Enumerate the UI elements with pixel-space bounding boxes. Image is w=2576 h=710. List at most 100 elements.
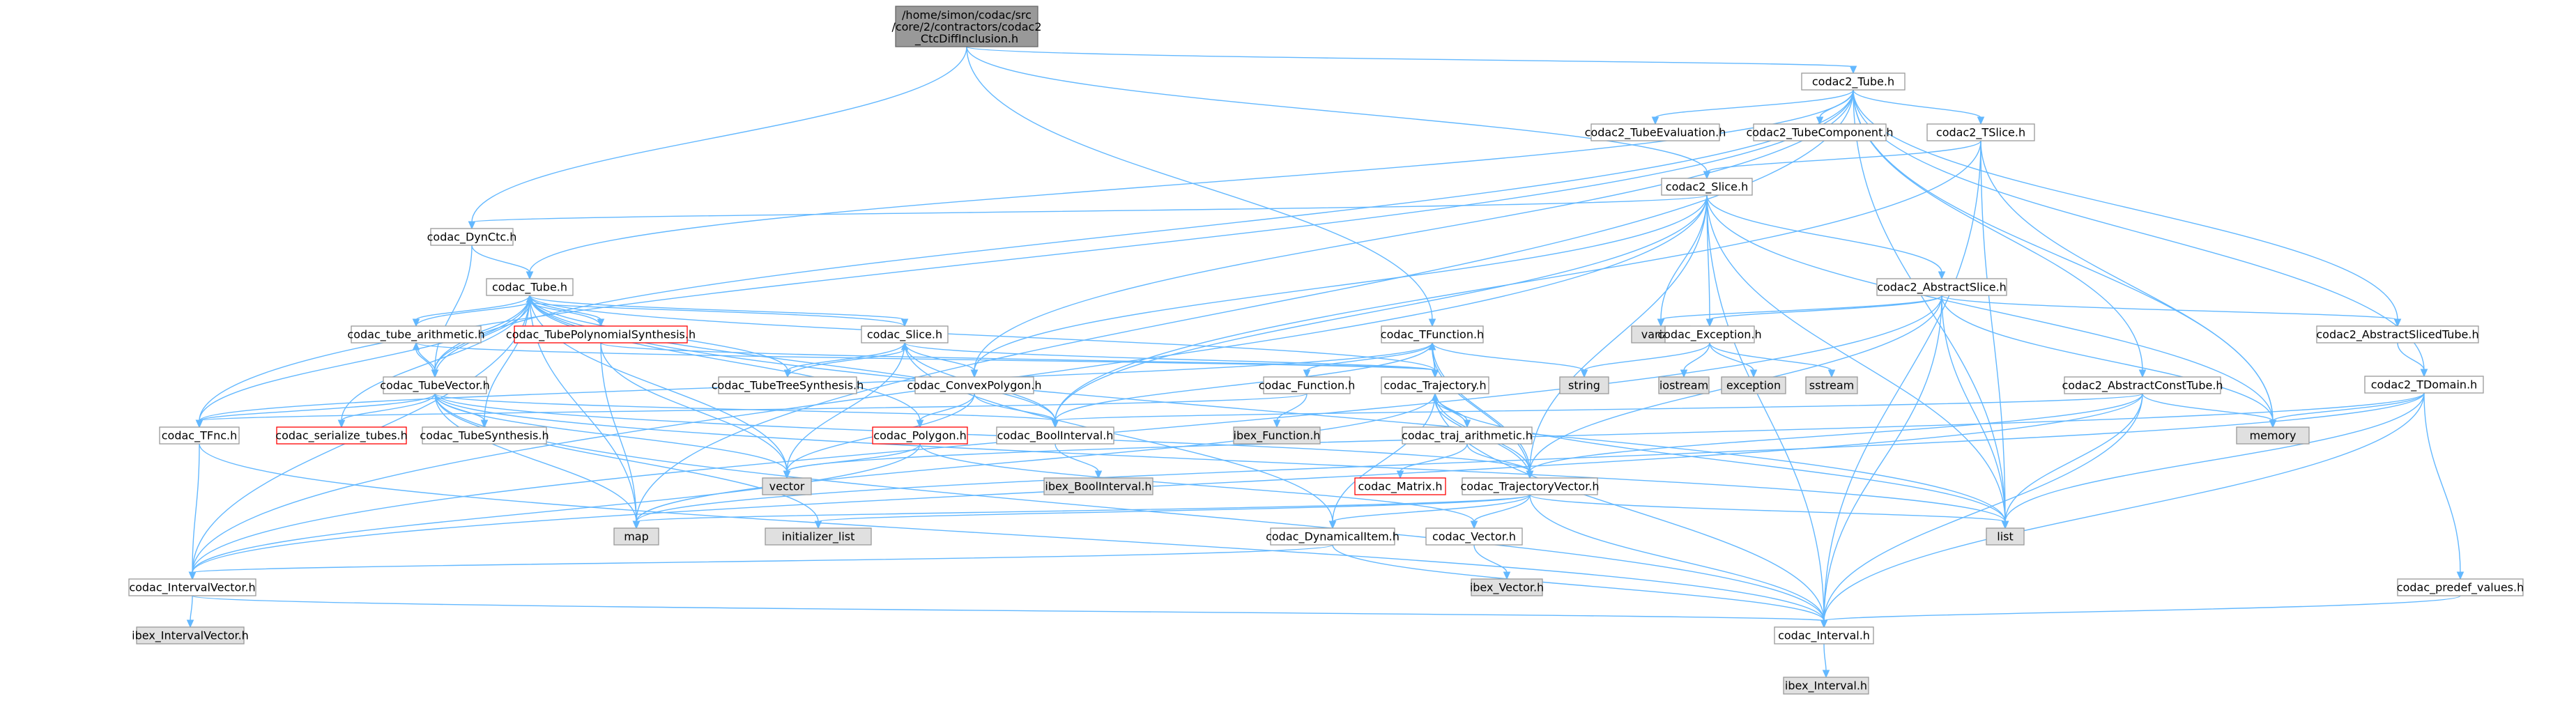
edge-intervalvector-to-ibexintervalvector [186,595,194,628]
node-tdomain[interactable]: codac2_TDomain.h [2364,376,2484,394]
arrowhead [900,318,909,327]
node-trajvector[interactable]: codac_TrajectoryVector.h [1460,477,1600,495]
edge-root-to-slice2 [966,46,1711,180]
node-root[interactable]: /home/simon/codac/src/core/2/contractors… [891,6,1042,47]
edge-exception-to-string [1580,342,1710,378]
node-trajarith[interactable]: codac_traj_arithmetic.h [1402,426,1533,445]
node-interval[interactable]: codac_Interval.h [1774,626,1874,645]
node-label: codac_predef_values.h [2397,581,2524,595]
node-label: ibex_Vector.h [1470,581,1544,595]
edge-exception-to-exceptionstd [1709,342,1758,378]
node-predef[interactable]: codac_predef_values.h [2397,578,2524,596]
edge-dynctc-to-tube [471,245,534,280]
arrowhead [195,419,204,429]
node-polysynth[interactable]: codac_TubePolynomialSynthesis.h [506,325,696,344]
arrowhead [188,571,197,580]
node-label: ibex_BoolInterval.h [1045,480,1151,494]
node-convexpoly[interactable]: codac_ConvexPolygon.h [907,376,1042,394]
edge-tubeh2-to-map [632,89,1854,530]
node-tubearith[interactable]: codac_tube_arithmetic.h [347,325,485,344]
node-slice[interactable]: codac_Slice.h [861,325,949,344]
node-label: codac_IntervalVector.h [129,581,255,595]
node-label: map [624,530,649,543]
node-label: codac2_Slice.h [1666,180,1748,194]
arrowhead [916,419,924,429]
edge-slice2-to-dynctc [468,194,1708,230]
node-function[interactable]: codac_Function.h [1259,376,1356,394]
node-box [276,426,407,445]
node-tslice[interactable]: codac2_TSlice.h [1926,123,2035,141]
node-label: string [1568,379,1600,392]
node-box [1876,278,2007,296]
node-tubeeval[interactable]: codac2_TubeEvaluation.h [1585,123,1726,141]
node-label: codac2_AbstractConstTube.h [2062,379,2223,393]
edge-trajvector-to-cvector [1470,494,1531,530]
node-box [136,626,245,645]
node-label: codac_TrajectoryVector.h [1460,480,1599,494]
node-abssliced[interactable]: codac2_AbstractSlicedTube.h [2316,325,2479,344]
node-intervalvector[interactable]: codac_IntervalVector.h [128,578,256,596]
node-trajectory[interactable]: codac_Trajectory.h [1381,376,1489,394]
node-box [2236,426,2310,445]
node-label: codac_BoolInterval.h [997,429,1114,443]
edge-trajectory-to-dynitem [1328,393,1436,530]
node-slice2[interactable]: codac2_Slice.h [1661,178,1753,196]
node-box [486,278,574,296]
arrowhead [1273,419,1281,429]
node-box [1805,376,1858,394]
node-box [1590,123,1720,141]
edge-slice2-to-convexpoly [970,194,1708,378]
edge-tfunction-to-string [1432,342,1588,378]
edge-slice-to-convexpoly [904,342,979,378]
node-tfnc[interactable]: codac_TFnc.h [159,426,240,445]
node-box [872,426,968,445]
node-polygon[interactable]: codac_Polygon.h [872,426,968,445]
edge-dynitem-to-interval [1332,544,1828,628]
edge-function-to-ibexfunction [1273,393,1308,429]
edge-exception-to-sstream [1709,342,1836,378]
edge-cvector-to-ibexvector [1473,544,1511,580]
node-box [1270,527,1395,546]
edge-tubearith-to-tubevector [415,342,439,378]
edge-tfnc-to-interval [199,443,1828,628]
node-tfunction[interactable]: codac_TFunction.h [1381,325,1484,344]
node-label: codac_TFnc.h [162,429,237,443]
node-box [895,6,1038,47]
node-label: codac_Function.h [1259,379,1356,393]
arrowhead [783,470,791,479]
node-label: exception [1726,379,1781,392]
edge-tslice-to-list [1980,140,2009,530]
node-tubecomp[interactable]: codac2_TubeComponent.h [1746,123,1894,141]
arrowhead [2138,369,2147,378]
node-label: codac_traj_arithmetic.h [1402,429,1533,443]
node-box [2316,325,2479,344]
node-absconst[interactable]: codac2_AbstractConstTube.h [2062,376,2223,394]
node-boolinterval[interactable]: codac_BoolInterval.h [996,426,1114,445]
node-dynctc[interactable]: codac_DynCtc.h [427,228,517,246]
node-label: ibex_Interval.h [1785,679,1867,693]
arrowhead [1938,271,1946,280]
node-box [1664,325,1755,344]
edge-predef-to-interval [1820,595,2461,628]
edge-abslice-to-list [1941,295,2009,530]
arrowhead [1749,369,1758,378]
edge-polysynth-to-trajectory [600,342,1439,378]
node-treesynth[interactable]: codac_TubeTreeSynthesis.h [712,376,864,394]
node-label: sstream [1809,379,1854,392]
node-dynitem[interactable]: codac_DynamicalItem.h [1266,527,1400,546]
node-cvector[interactable]: codac_Vector.h [1425,527,1523,546]
edge-exception-to-iostream [1680,342,1710,378]
node-matrix[interactable]: codac_Matrix.h [1354,477,1446,495]
node-box [1471,578,1543,596]
node-tube[interactable]: codac_Tube.h [486,278,574,296]
arrowhead [1849,65,1857,75]
node-tubeh2[interactable]: codac2_Tube.h [1801,72,1906,91]
node-box [1381,325,1484,344]
edge-abslice-to-variant [1657,295,1942,327]
node-tubesynth[interactable]: codac_TubeSynthesis.h [420,426,549,445]
node-tubevector[interactable]: codac_TubeVector.h [380,376,490,394]
node-box [996,426,1114,445]
node-exception[interactable]: codac_Exception.h [1657,325,1762,344]
node-serialize[interactable]: codac_serialize_tubes.h [275,426,408,445]
node-abslice[interactable]: codac2_AbstractSlice.h [1876,278,2007,296]
